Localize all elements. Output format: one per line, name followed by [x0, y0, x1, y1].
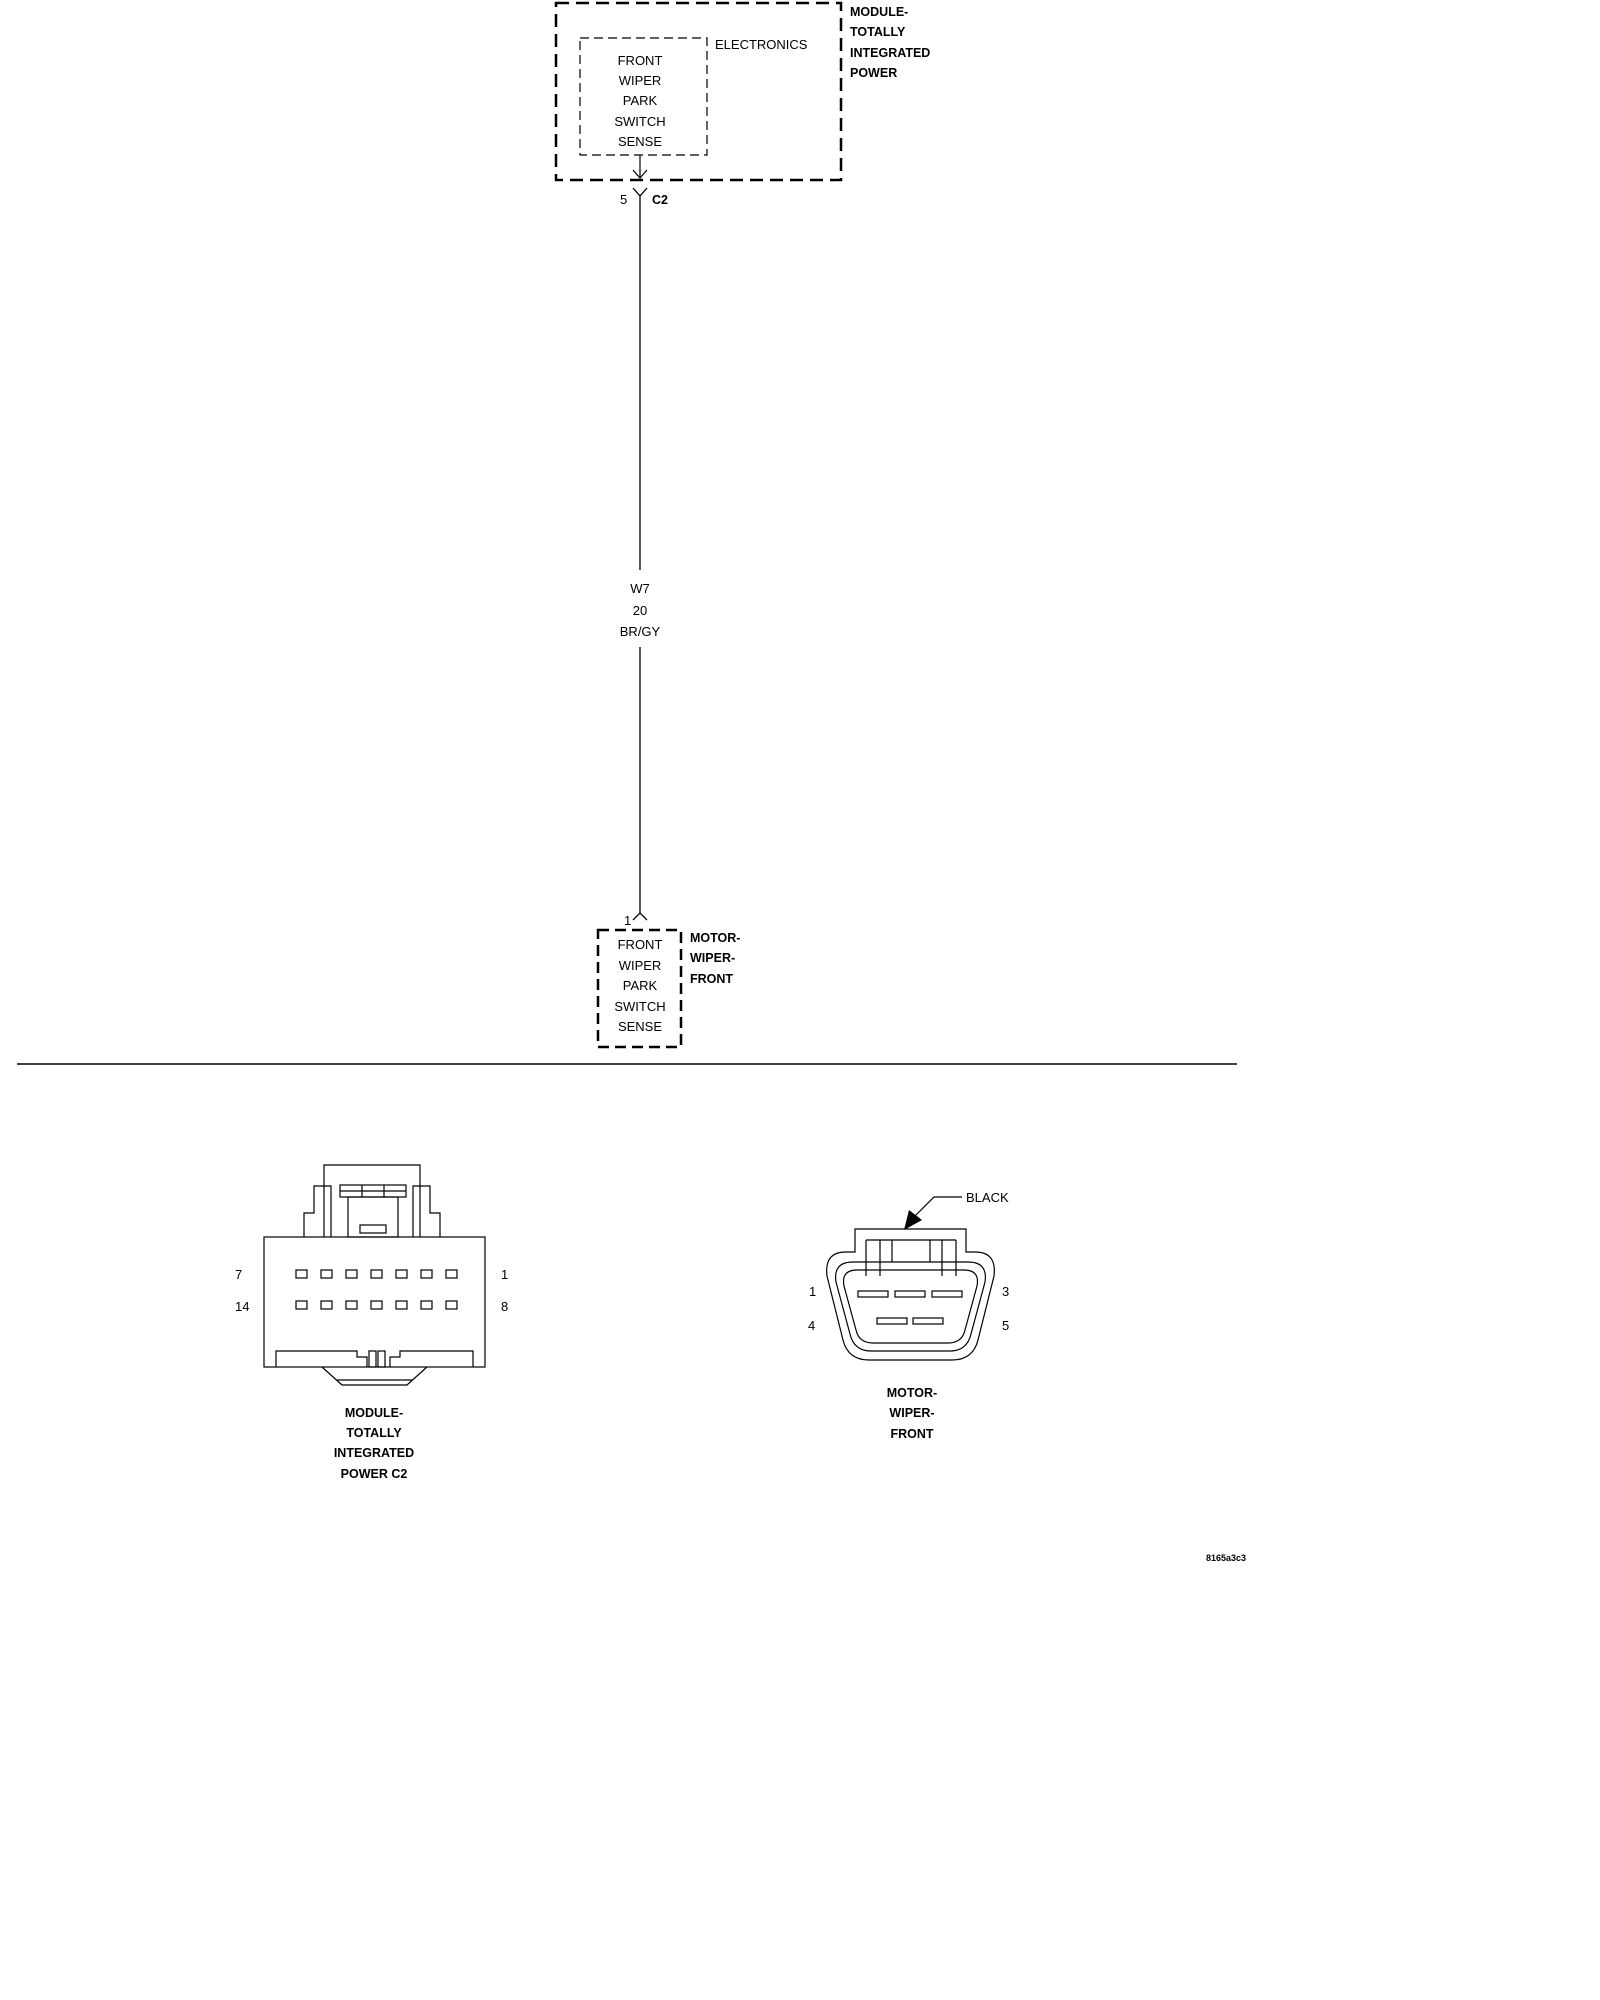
motor-conn-caption-2: WIPER- — [889, 1406, 934, 1420]
tipm-c2-caption-1: MODULE- — [345, 1406, 403, 1420]
motor-name-line-2: WIPER- — [690, 951, 735, 965]
motor-conn-caption-1: MOTOR- — [887, 1386, 937, 1400]
motor-conn-pin-label-3: 3 — [1002, 1284, 1009, 1299]
tipm-name-line-3: INTEGRATED — [850, 46, 930, 60]
wiper-motor-pin-number: 1 — [624, 913, 631, 928]
tipm-name-line-2: TOTALLY — [850, 25, 906, 39]
tipm-c2-pin-label-14: 14 — [235, 1299, 249, 1314]
tipm-inner-line-3: PARK — [623, 93, 658, 108]
tipm-c2-caption-3: INTEGRATED — [334, 1446, 414, 1460]
tipm-sense-arrow — [632, 155, 648, 179]
wiper-motor-connector-view — [826, 1228, 995, 1361]
tipm-connector-id: C2 — [652, 193, 668, 207]
tipm-electronics-box — [579, 37, 708, 156]
tipm-c2-caption-2: TOTALLY — [346, 1426, 402, 1440]
wiper-motor-pin-symbol — [632, 912, 648, 921]
figure-id: 8165a3c3 — [1206, 1553, 1246, 1563]
tipm-c2-connector-view — [263, 1164, 486, 1386]
tipm-inner-line-1: FRONT — [618, 53, 663, 68]
tipm-c2-cavities — [295, 1269, 458, 1310]
motor-conn-caption-3: FRONT — [890, 1427, 933, 1441]
wire-color-label: BR/GY — [620, 624, 661, 639]
tipm-c2-caption-4: POWER C2 — [341, 1467, 408, 1481]
electronics-label: ELECTRONICS — [715, 37, 808, 52]
wiring-diagram: MODULE- TOTALLY INTEGRATED POWER ELECTRO… — [17, 1, 1246, 1563]
wiper-motor-outline — [596, 928, 683, 1049]
tipm-c2-pin-label-8: 8 — [501, 1299, 508, 1314]
tipm-inner-line-5: SENSE — [618, 134, 662, 149]
wiper-motor-cavities — [857, 1290, 963, 1325]
wire-circuit-label: W7 — [630, 581, 650, 596]
motor-inner-line-1: FRONT — [618, 937, 663, 952]
motor-conn-pin-label-4: 4 — [808, 1318, 815, 1333]
motor-name-line-1: MOTOR- — [690, 931, 740, 945]
connector-color-label: BLACK — [966, 1190, 1009, 1205]
wiper-motor-component: FRONT WIPER PARK SWITCH SENSE MOTOR- WIP… — [596, 928, 740, 1049]
tipm-c2-pin-label-7: 7 — [235, 1267, 242, 1282]
motor-conn-pin-label-1: 1 — [809, 1284, 816, 1299]
wire-gauge-label: 20 — [633, 603, 647, 618]
tipm-module: MODULE- TOTALLY INTEGRATED POWER ELECTRO… — [554, 1, 930, 182]
motor-inner-line-3: PARK — [623, 978, 658, 993]
tipm-c2-pin-symbol — [632, 187, 648, 197]
tipm-inner-line-2: WIPER — [619, 73, 662, 88]
motor-name-line-3: FRONT — [690, 972, 733, 986]
tipm-name-line-1: MODULE- — [850, 5, 908, 19]
tipm-c2-pin-label-1: 1 — [501, 1267, 508, 1282]
motor-inner-line-5: SENSE — [618, 1019, 662, 1034]
motor-inner-line-2: WIPER — [619, 958, 662, 973]
tipm-name-line-4: POWER — [850, 66, 897, 80]
black-callout-arrow — [904, 1196, 962, 1230]
tipm-pin-number: 5 — [620, 192, 627, 207]
tipm-module-outline — [554, 1, 843, 182]
motor-conn-pin-label-5: 5 — [1002, 1318, 1009, 1333]
motor-inner-line-4: SWITCH — [614, 999, 665, 1014]
tipm-inner-line-4: SWITCH — [614, 114, 665, 129]
